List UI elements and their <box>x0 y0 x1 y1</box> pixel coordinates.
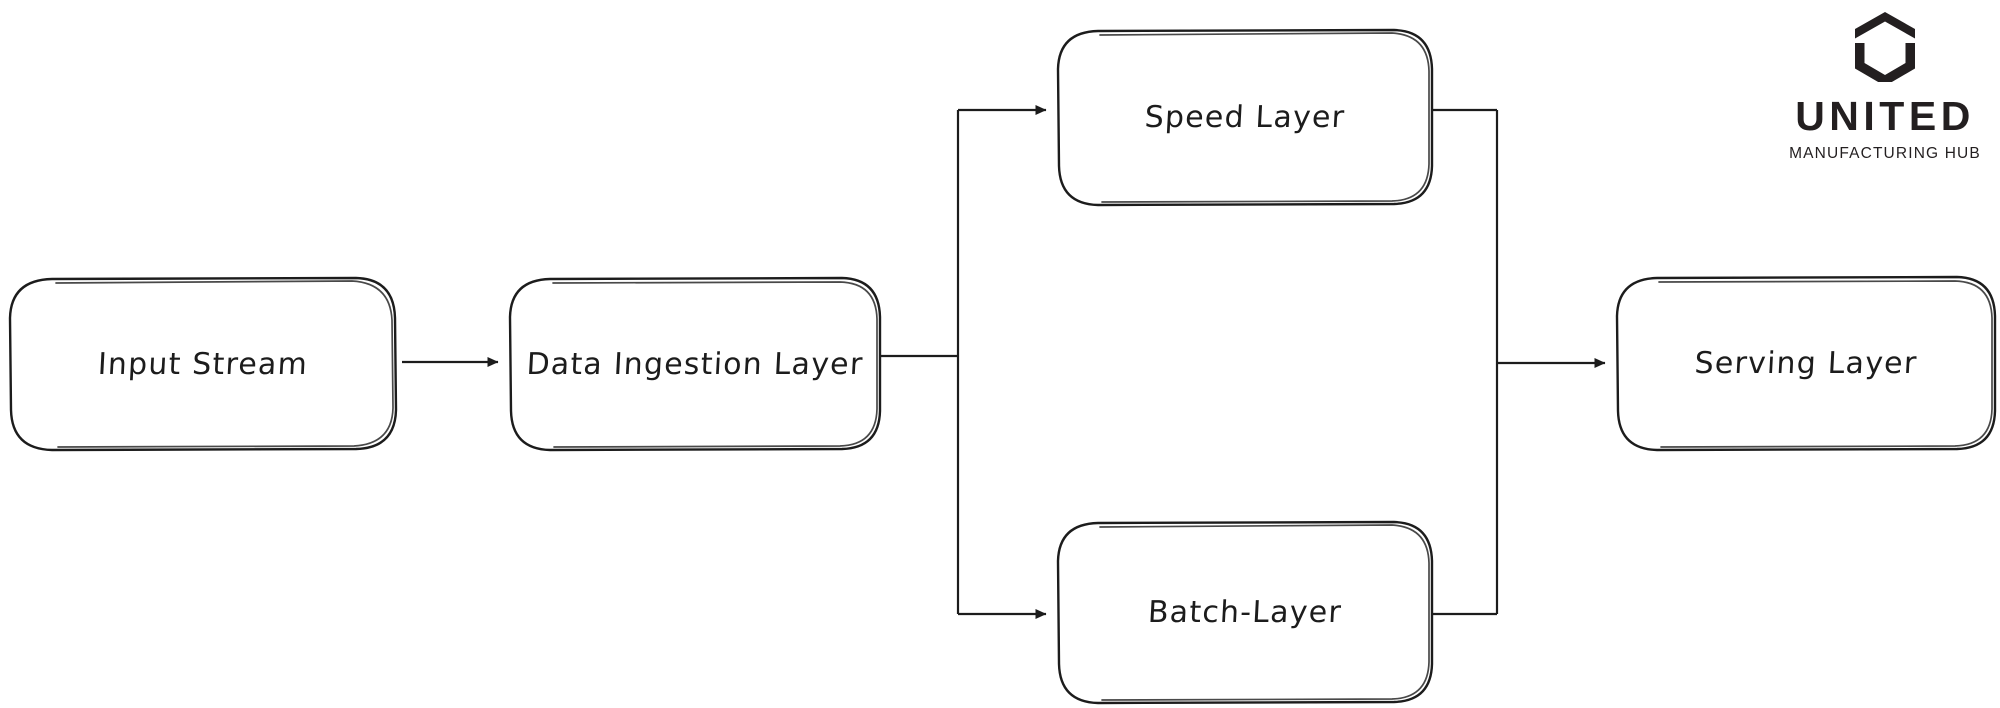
brand-wordmark: UNITED <box>1795 93 1975 139</box>
node-speed-layer[interactable] <box>1056 28 1434 207</box>
node-input-stream[interactable] <box>8 276 398 452</box>
hexagon-split-icon <box>1855 12 1915 82</box>
edge-ingestion-trunk <box>880 110 960 614</box>
node-serving-layer[interactable] <box>1615 275 1997 452</box>
edge-merge-to-serving <box>1495 110 1606 614</box>
brand-logo: UNITED MANUFACTURING HUB <box>1772 10 1998 162</box>
brand-tagline: MANUFACTURING HUB <box>1789 145 1981 162</box>
node-batch-layer[interactable] <box>1056 520 1434 705</box>
node-data-ingestion-layer[interactable] <box>508 276 882 452</box>
